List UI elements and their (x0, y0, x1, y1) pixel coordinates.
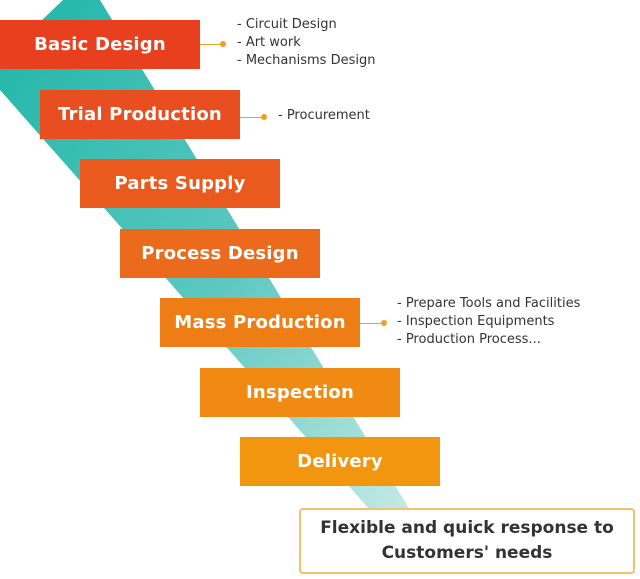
step-mass-production: Mass Production (160, 298, 360, 347)
notes-mass-production: - Prepare Tools and Facilities - Inspect… (397, 295, 580, 349)
result-box: Flexible and quick response to Customers… (299, 508, 635, 574)
note-item: - Inspection Equipments (397, 314, 555, 329)
step-delivery: Delivery (240, 437, 440, 486)
notes-basic-design: - Circuit Design - Art work - Mechanisms… (237, 16, 375, 70)
step-process-design: Process Design (120, 229, 320, 278)
step-parts-supply: Parts Supply (80, 159, 280, 208)
note-item: - Art work (237, 35, 301, 50)
note-item: - Procurement (278, 108, 370, 123)
note-item: - Production Process... (397, 332, 541, 347)
connector-mass-production (360, 323, 384, 324)
step-inspection: Inspection (200, 368, 400, 417)
connector-basic-design (200, 44, 222, 45)
connector-dot-trial-production (261, 114, 267, 120)
result-line-2: Customers' needs (381, 543, 553, 563)
connector-trial-production (240, 117, 264, 118)
notes-trial-production: - Procurement (278, 107, 370, 125)
result-line-1: Flexible and quick response to (320, 518, 614, 538)
note-item: - Prepare Tools and Facilities (397, 296, 581, 311)
note-item: - Circuit Design (237, 17, 337, 32)
connector-dot-mass-production (381, 320, 387, 326)
step-basic-design: Basic Design (0, 20, 200, 69)
connector-dot-basic-design (220, 41, 226, 47)
note-item: - Mechanisms Design (237, 53, 376, 68)
step-trial-production: Trial Production (40, 90, 240, 139)
